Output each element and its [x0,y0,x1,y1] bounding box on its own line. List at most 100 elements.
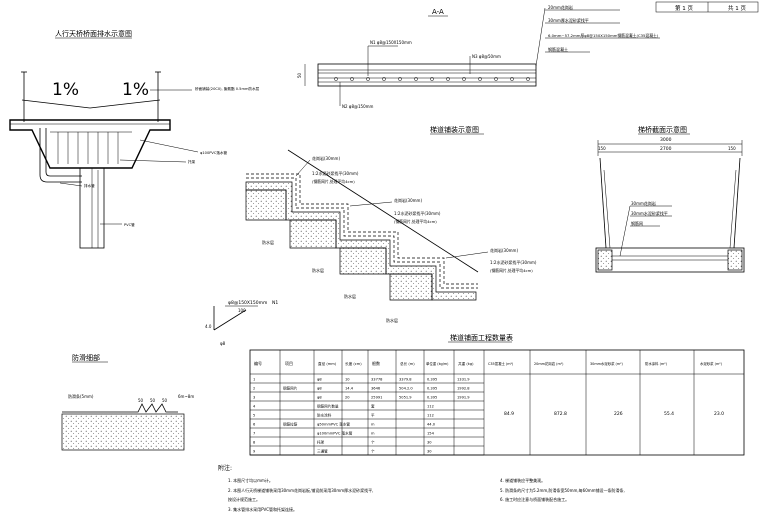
qty-cell: 防水涂料 [317,413,332,418]
rebar-row [334,77,530,81]
qty-table: 梯道铺面工程数量表 编号 项目 直径 (mm) 长度 (cm) 根数 总长 (m… [249,333,745,456]
drainage-note-2: φ100PVC落水管 [200,150,228,155]
deck-edge-right: 150 [728,146,736,151]
qty-cell: 钢筋拉筋 [283,422,298,427]
stairs-label-7: 花岗岩(30mm) [490,247,518,253]
qty-cell: φ8 [317,387,322,391]
qty-cell: 个 [371,440,375,445]
qty-cell: 8 [253,441,256,445]
notes-heading: 附注: [218,464,232,472]
qty-total-granite: 872.8 [554,411,567,417]
qty-header-10: 30mm水泥砂浆 (m²) [590,361,624,366]
slope-left-label: 1% [52,80,79,100]
rebar-label: φ8@150X150mm [228,300,267,306]
qty-cell: φ8 [317,396,322,400]
qty-cell: 14.4 [345,387,354,391]
notes: 附注: 1. 本图尺寸均以mm计。 2. 本图人行天桥梯道铺装采用30mm花岗岩… [218,464,625,512]
stairs-side-4: 防水层 [386,317,398,323]
rebar-tag-2: φ8 [220,341,226,346]
qty-table-title: 梯道铺面工程数量表 [450,333,513,342]
qty-cell: 6 [253,423,256,427]
stairs-side-2: 防水层 [312,267,324,273]
anti-slip-detail: 防滑细部 防滑条(5mm) 50 50 50 6m~8m [61,353,194,451]
deck-layer-1: 30mm花岗岩 [631,200,656,206]
qty-cell: 1992.8 [457,387,470,391]
deck-inner-width: 2700 [660,146,672,152]
note-2: 2. 本图人行天桥梯道铺装采用30mm花岗岩板,铺设前采用30mm厚水泥砂浆找平… [228,487,373,493]
qty-header-2: 直径 (mm) [318,361,337,366]
qty-header-12: 水泥砂浆 (m²) [700,361,723,366]
stairs-side-1: 防水层 [262,239,274,245]
anti-slip-label-1: 防滑条(5mm) [68,393,94,399]
section-aa-layer-3: 6.0mm~57.2mm厚φ8@150X150mm钢筋混凝土(C35混凝土) [548,33,659,38]
section-aa-label-1: N1 φ8@150X150mm [370,40,412,45]
total-label: 共 1 页 [728,4,746,12]
qty-cell: 44.0 [427,423,436,427]
note-3: 按设计规范施工。 [228,496,260,502]
qty-cell: 5 [253,414,255,418]
qty-header-4: 根数 [372,360,380,366]
rebar-detail: φ8@150X150mm N1 100 4.0 φ8 [205,300,278,346]
stairs-label-8: 1:2水泥砂浆找平(30mm) [490,259,537,265]
note-4: 3. 集水管排水采用PVC管和托架连接。 [228,506,297,512]
qty-cell: 5051.9 [399,396,412,400]
qty-cell: 0.395 [427,396,437,400]
qty-cell: 三通管 [317,449,328,454]
qty-header-8: C35混凝土 (m³) [488,361,514,366]
anti-slip-label-5: 6m~8m [178,394,194,399]
qty-cell: 30 [427,441,432,445]
qty-total-coating: 55.4 [664,411,674,417]
qty-cell: 托架 [317,440,325,445]
qty-cell: 2 [253,387,255,391]
stairs-view: 梯道铺装示意图 花岗岩(30mm) 1:2水泥砂浆找平(30mm) (钢筋网片,… [245,125,537,323]
qty-cell: 7 [253,432,255,436]
qty-header-5: 总长 (m) [400,361,415,366]
note-5: 4. 梯道铺装应平整美观。 [500,477,545,483]
stairs-label-5: 1:2水泥砂浆找平(30mm) [394,210,441,216]
qty-cell: 1331.9 [457,378,470,382]
qty-grid [250,350,695,456]
qty-total-cement: 23.0 [714,411,724,417]
qty-header-3: 长度 (cm) [345,361,362,366]
section-aa-layer-2: 30mm厚水泥砂浆找平 [548,17,589,23]
qty-header-9: 20mm花岗岩 (m²) [534,361,564,366]
drainage-note-4: 排水管 [84,183,95,188]
deck-edge-left: 150 [598,146,606,151]
qty-cell: φ8 [317,378,322,382]
qty-cell: 112 [427,414,434,418]
qty-header-0: 编号 [254,360,262,366]
qty-header-11: 防水涂料 (m²) [645,361,668,366]
qty-cell: 154 [427,432,435,436]
stairs-label-9: (钢筋网片,处理平均4cm) [490,268,533,273]
qty-cell: 个 [371,449,375,454]
section-aa-title: A-A [432,8,444,16]
qty-header-6: 单位重 (kg/m) [426,361,449,366]
qty-cell: 20 [345,396,350,400]
anti-slip-label-2: 50 [138,398,144,403]
qty-cell: 3379.8 [399,378,412,382]
qty-header-1: 项目 [285,360,293,366]
rebar-tag: N1 [272,300,278,306]
qty-cell: 33778 [371,378,383,382]
qty-cell: 30 [427,450,432,454]
stairs-label-6: (钢筋网片,处理平均4cm) [394,219,437,224]
deck-section: 梯桥截面示意图 3000 150 2700 150 30mm花岗岩 30mm水泥… [595,125,745,273]
note-1: 1. 本图尺寸均以mm计。 [228,477,273,483]
section-aa-dim: 50 [297,72,302,78]
qty-cell: 504.2.0 [399,387,413,391]
section-aa: A-A 50 N1 φ8@150X150mm N3 φ8@50mm N2 φ8@… [297,4,660,109]
qty-total-concrete: 84.9 [504,411,514,417]
deck-title: 梯桥截面示意图 [638,125,687,134]
anti-slip-label-3: 50 [150,398,156,403]
qty-cell: 1 [253,378,255,382]
drainage-note-1: 桥面铺装(20C0), 聚氨酯 0.5mm防水层 [195,86,260,91]
slope-right-label: 1% [122,80,149,100]
drainage-view: 人行天桥桥面排水示意图 1% 1% 桥面铺装(20C0), 聚氨酯 0.5mm防… [9,29,260,249]
stairs-label-1: 花岗岩(30mm) [312,155,340,161]
qty-cell: 钢筋网片 [283,386,298,391]
anti-slip-title: 防滑细部 [72,353,100,362]
drainage-title: 人行天桥桥面排水示意图 [55,29,132,38]
qty-cell: 4 [253,405,256,409]
